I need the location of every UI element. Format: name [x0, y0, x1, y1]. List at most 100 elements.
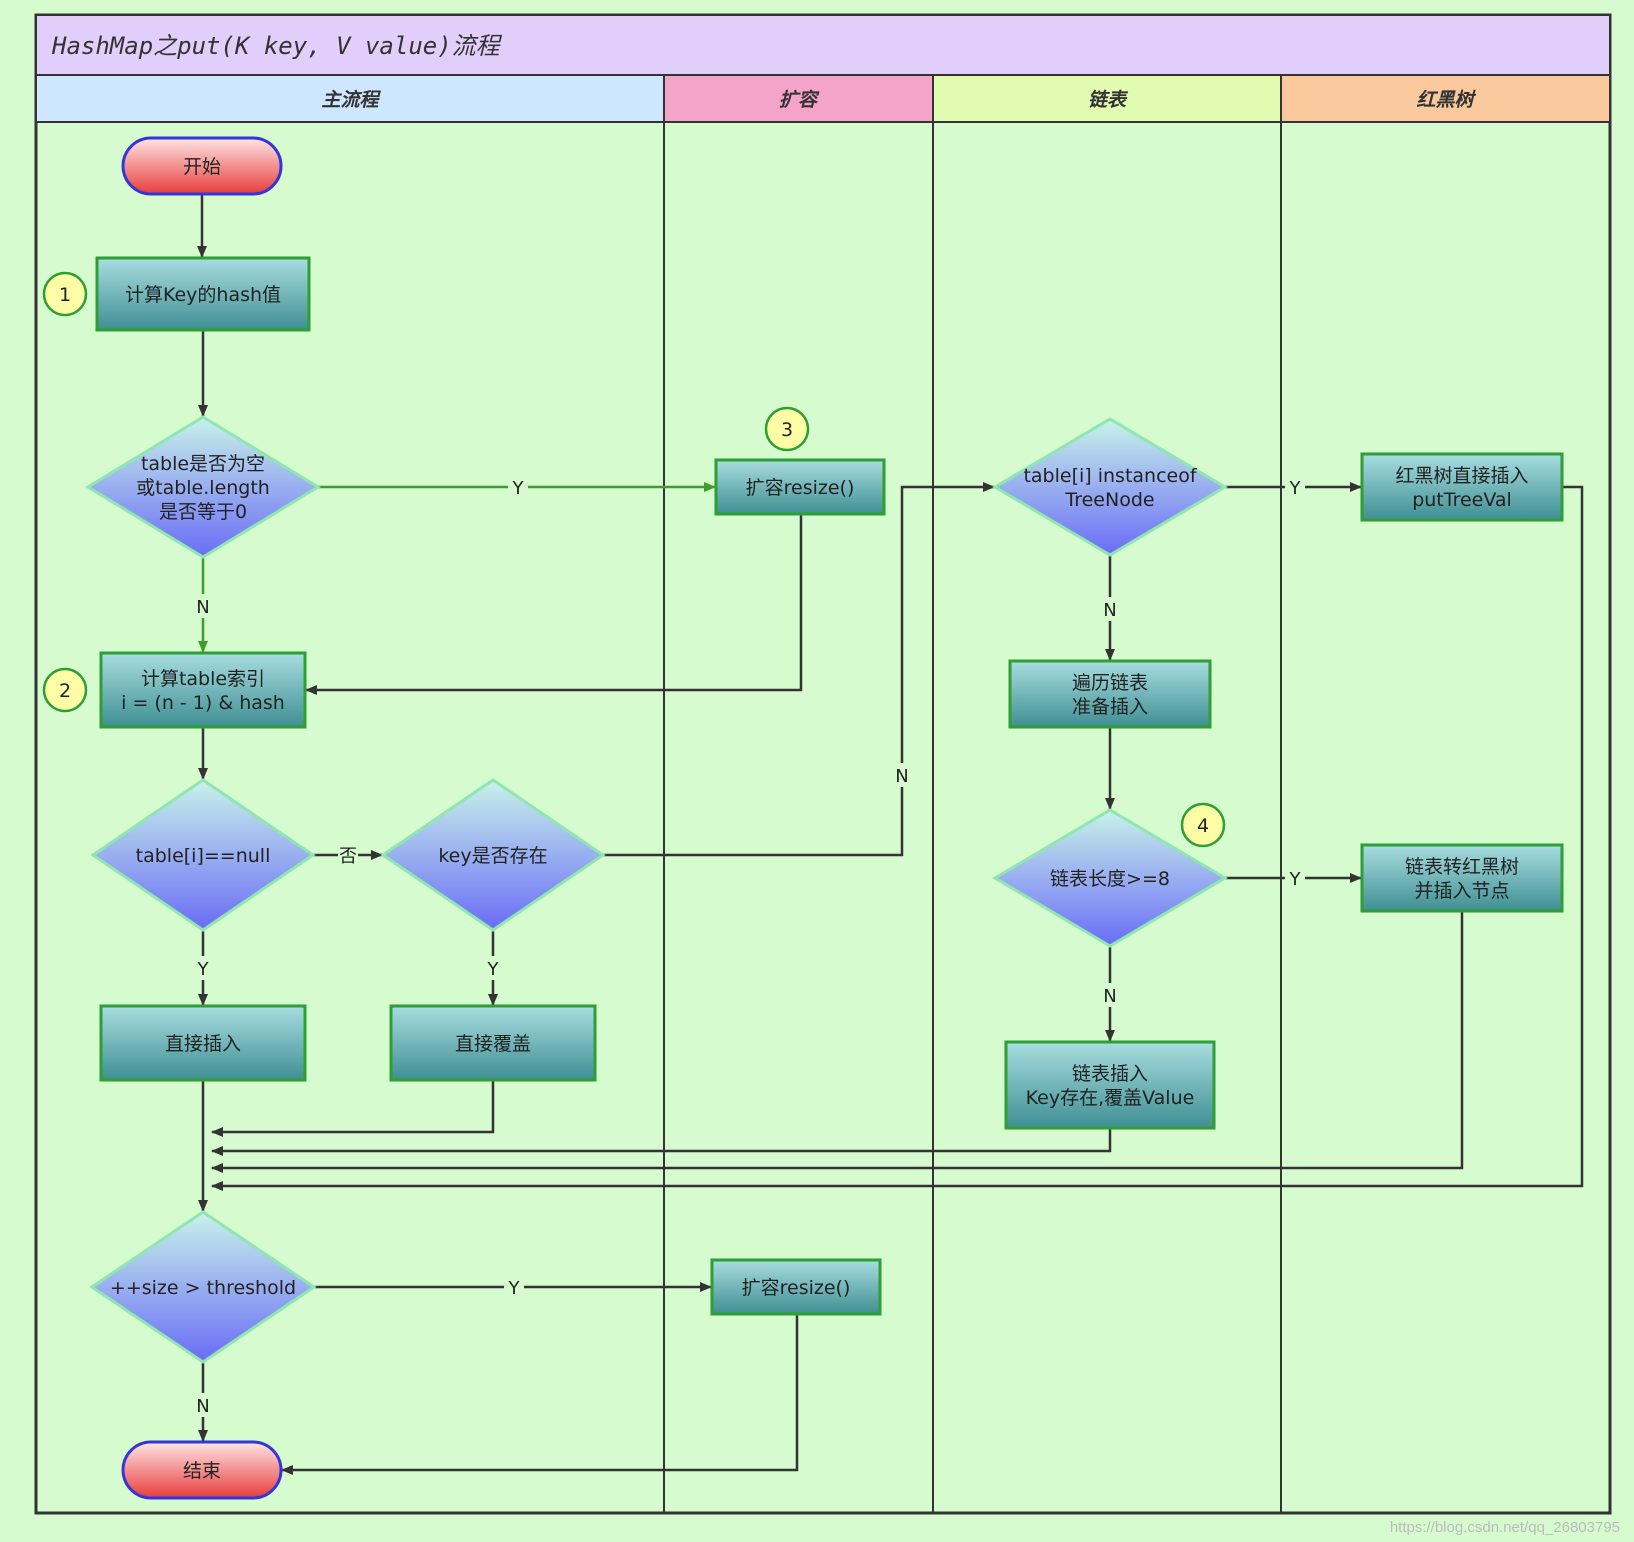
node-label: table[i]==null: [136, 845, 271, 867]
node-label: table[i] instanceof: [1023, 465, 1197, 487]
lane-label-resize: 扩容: [779, 89, 820, 111]
edge-label-bg: [892, 763, 912, 787]
node-label: ++size > threshold: [110, 1277, 296, 1299]
edge-label: Y: [487, 959, 500, 980]
process-box: [1004, 1040, 1216, 1130]
node-overwrite: 直接覆盖: [389, 1004, 597, 1082]
badge-circle: [764, 406, 810, 452]
badge-circle: [42, 667, 88, 713]
node-label: i = (n - 1) & hash: [121, 692, 285, 714]
decision-diamond: [992, 417, 1228, 557]
edge-label: N: [196, 597, 209, 618]
node-label: TreeNode: [1064, 489, 1154, 511]
edge-overwrite-to-size-check: [211, 1080, 495, 1137]
edge-tree-insert-to-size-check: [211, 485, 1584, 1191]
edge-label: Y: [1289, 478, 1302, 499]
edge-table-empty-to-resize1: Y: [318, 475, 716, 499]
lane-label-main: 主流程: [321, 89, 381, 111]
badges-layer: 1 2 3 4: [42, 271, 1226, 848]
process-box: [389, 1004, 597, 1082]
edge-key-exists-to-overwrite: Y: [483, 930, 503, 1006]
diagram-title: HashMap之put(K key, V value)流程: [51, 32, 503, 60]
decision-diamond: [90, 778, 316, 932]
decision-diamond: [992, 808, 1228, 948]
node-resize2: 扩容resize(): [710, 1258, 882, 1316]
terminal-pill: [121, 1440, 283, 1500]
edge-is-treenode-to-tree-insert: Y: [1225, 475, 1362, 499]
badge-circle: [42, 271, 88, 317]
node-label: 计算table索引: [141, 668, 265, 690]
lane-header-resize: 扩容: [663, 74, 934, 123]
node-label: 扩容resize(): [742, 1277, 851, 1299]
node-label: 链表插入: [1072, 1063, 1148, 1085]
node-start: 开始: [121, 136, 283, 196]
edge-label-bg: [1100, 983, 1120, 1007]
edge-label-bg: [483, 956, 503, 980]
edge-table-empty-to-index: N: [193, 557, 213, 653]
edge-list-len-to-list-insert: N: [1100, 946, 1120, 1042]
decision-diamond: [89, 1210, 317, 1364]
step-badge: 4: [1180, 802, 1226, 848]
edge-label-bg: [504, 1275, 524, 1299]
edge-resize1-to-index: [305, 514, 803, 695]
node-label: 并插入节点: [1414, 880, 1509, 902]
edge-label: N: [1103, 600, 1116, 621]
edge-line: [211, 1080, 495, 1137]
edge-label-bg: [1285, 866, 1305, 890]
edge-label-bg: [1285, 475, 1305, 499]
node-label: 直接覆盖: [455, 1033, 531, 1055]
edge-label-bg: [1100, 597, 1120, 621]
edge-line: [211, 1128, 1112, 1156]
step-badge: 1: [42, 271, 88, 317]
process-box: [95, 256, 311, 332]
edge-is-treenode-to-traverse: N: [1100, 555, 1120, 661]
edge-line: [281, 1314, 799, 1475]
badge-number: 3: [781, 419, 793, 441]
edge-list-insert-to-size-check: [211, 1128, 1112, 1156]
decision-diamond: [380, 778, 606, 932]
badge-number: 4: [1197, 815, 1209, 837]
node-label: 是否等于0: [159, 501, 247, 523]
node-end: 结束: [121, 1440, 283, 1500]
edge-label: Y: [1289, 869, 1302, 890]
edge-label: N: [196, 1396, 209, 1417]
edge-line: [603, 482, 995, 857]
lane-label-list: 链表: [1088, 89, 1129, 111]
node-label: 链表长度>=8: [1050, 868, 1170, 890]
node-insert-direct: 直接插入: [99, 1004, 307, 1082]
edge-label-bg: [193, 594, 213, 618]
edge-key-exists-to-is-treenode: N: [603, 482, 995, 857]
node-size-check: ++size > threshold: [89, 1210, 317, 1364]
edge-label-bg: [338, 843, 358, 867]
node-label: putTreeVal: [1412, 489, 1512, 511]
node-label: Key存在,覆盖Value: [1026, 1087, 1195, 1109]
edge-label: Y: [512, 478, 525, 499]
edge-resize2-to-end: [281, 1314, 799, 1475]
edge-size-check-to-end: N: [193, 1362, 213, 1442]
process-box: [1008, 659, 1212, 729]
edge-slot-null-to-key-exists: 否: [313, 843, 383, 867]
edge-label-bg: [193, 956, 213, 980]
node-label: 直接插入: [165, 1033, 241, 1055]
edge-line: [305, 514, 803, 695]
node-resize1: 扩容resize(): [714, 458, 886, 516]
node-list-len: 链表长度>=8: [992, 808, 1228, 948]
process-box: [99, 651, 307, 729]
node-label: 链表转红黑树: [1405, 856, 1519, 878]
edge-line: [211, 911, 1464, 1173]
node-label: 计算Key的hash值: [125, 284, 281, 306]
node-hash: 计算Key的hash值: [95, 256, 311, 332]
node-label: 扩容resize(): [746, 477, 855, 499]
lane-label-tree: 红黑树: [1416, 89, 1476, 111]
badge-number: 2: [59, 680, 71, 702]
edge-label: N: [1103, 986, 1116, 1007]
badge-number: 1: [59, 284, 71, 306]
badge-circle: [1180, 802, 1226, 848]
